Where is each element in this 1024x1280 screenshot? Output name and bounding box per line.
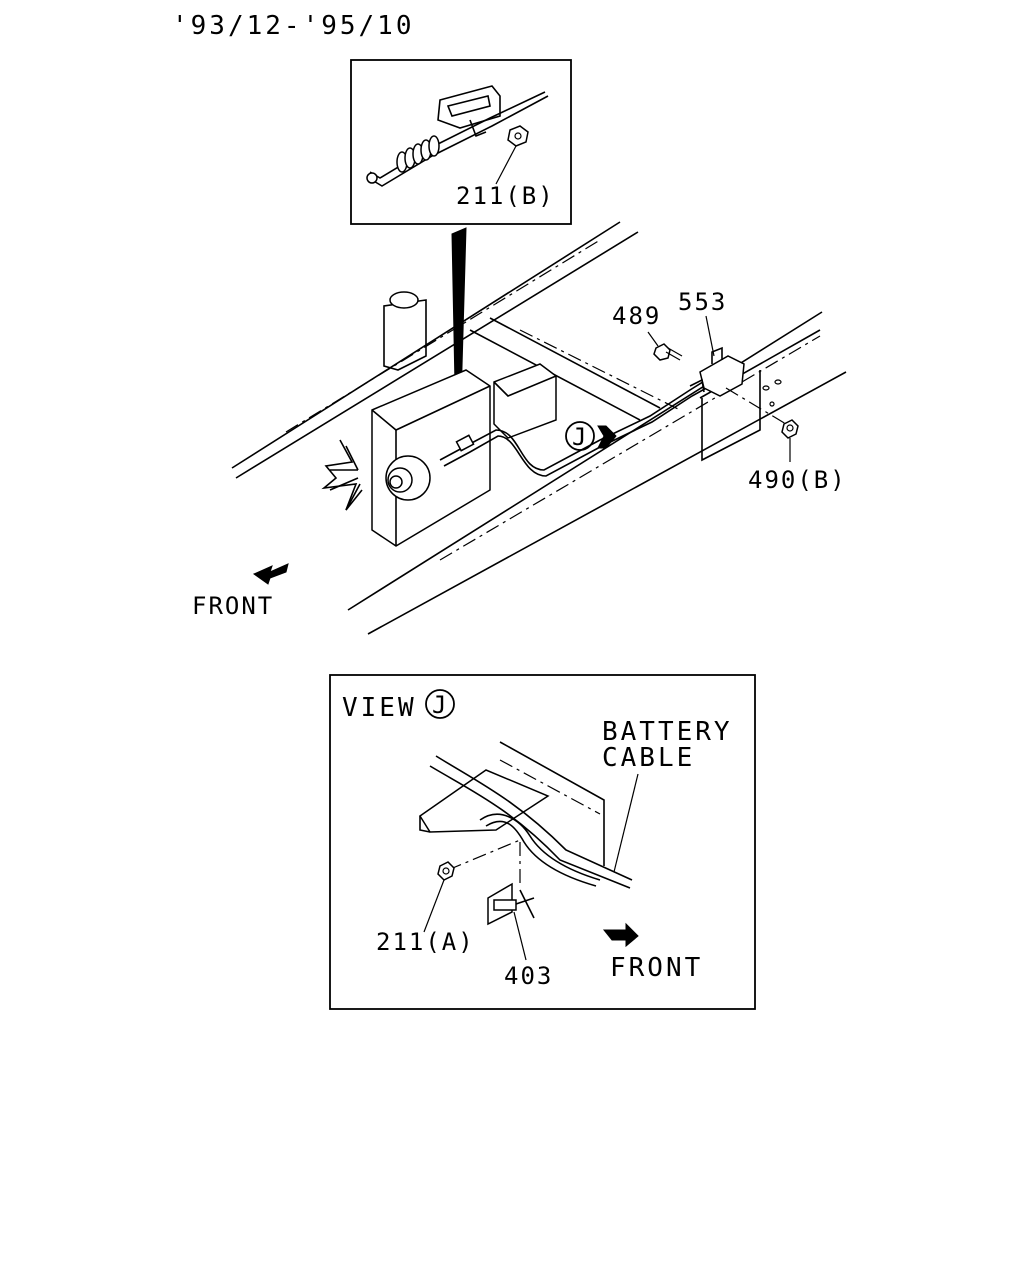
- inset-detail-box: 211(B): [350, 59, 572, 225]
- nut-490b-icon: [781, 419, 799, 439]
- nut-211a-icon: [437, 861, 455, 881]
- view-marker-j: J: [572, 423, 588, 451]
- view-j-box: VIEW J BATTERY CABLE 211(A) 40: [329, 674, 756, 1010]
- main-view: J 489 553 490(B) FRONT: [192, 221, 847, 635]
- front-label-view-j: FRONT: [610, 953, 703, 983]
- switch-553-icon: [689, 346, 745, 397]
- view-j-marker-icon: [425, 689, 455, 719]
- battery-cable-label-line1: BATTERY: [602, 717, 733, 747]
- alternator-unit: [321, 439, 431, 511]
- front-label-main: FRONT: [192, 592, 274, 620]
- view-j-title: VIEW: [342, 693, 417, 723]
- callout-553: 553: [678, 288, 727, 316]
- view-direction-arrow-icon: [597, 425, 617, 449]
- view-marker-icon: [565, 421, 595, 451]
- battery-cable-label-line2: CABLE: [602, 743, 695, 773]
- callout-211b: 211(B): [456, 182, 555, 210]
- callout-211a: 211(A): [376, 928, 475, 956]
- battery-box: [371, 363, 557, 547]
- callout-403: 403: [504, 962, 553, 990]
- cable-spring: [396, 135, 440, 173]
- view-j-marker: J: [432, 691, 448, 719]
- callout-489: 489: [612, 302, 661, 330]
- front-arrow-icon: [252, 563, 289, 585]
- date-range-title: '93/12-'95/10: [172, 11, 415, 41]
- bolt-489-icon: [653, 343, 683, 361]
- callout-490b: 490(B): [748, 466, 847, 494]
- clamp-403-icon: [487, 882, 535, 926]
- nut-211b-icon: [507, 125, 529, 147]
- front-arrow-icon-view-j: [602, 922, 639, 948]
